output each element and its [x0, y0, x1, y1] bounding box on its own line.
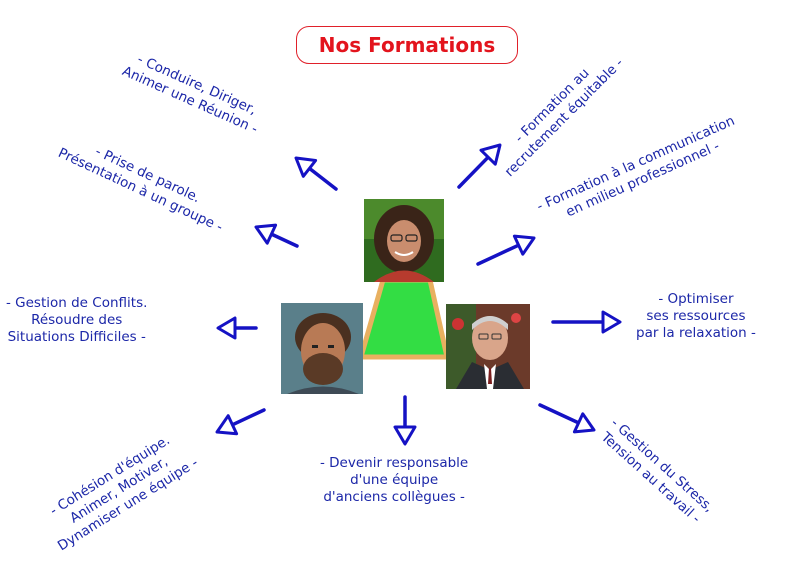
arrow-cohesion [215, 408, 266, 436]
arrow-optimiser [551, 310, 622, 334]
arrow-recrutement-shaft [457, 155, 490, 189]
arrow-communication [476, 234, 536, 266]
arrow-cohesion-shaft [230, 408, 266, 427]
topic-line: - Devenir responsable [320, 455, 469, 471]
topic-optimiser: - Optimiser ses ressources par la relaxa… [636, 291, 756, 342]
topic-line: Résoudre des [31, 311, 123, 328]
topic-line: - Gestion de Conflits. [6, 295, 148, 311]
woman-portrait-icon [364, 199, 444, 282]
photo-left [281, 303, 363, 394]
arrow-conflits [216, 316, 258, 340]
arrow-stress-shaft [538, 403, 581, 425]
arrow-optimiser-head [601, 310, 622, 334]
topic-line: Situations Difficiles - [7, 328, 146, 345]
arrow-communication-head [512, 234, 536, 256]
arrow-stress-head [572, 412, 596, 434]
topic-line: - Optimiser [658, 291, 734, 307]
man-in-suit-portrait-icon [446, 304, 530, 389]
topic-line: par la relaxation - [636, 324, 756, 341]
bearded-man-portrait-icon [281, 303, 363, 394]
arrow-responsable [393, 395, 417, 446]
arrow-cohesion-head [215, 414, 239, 436]
arrow-conduire-shaft [307, 166, 338, 191]
arrow-prise-parole-shaft [269, 232, 299, 248]
arrow-conduire [294, 156, 338, 191]
arrow-recrutement-head [479, 143, 502, 166]
photo-right [446, 304, 530, 389]
arrow-prise-parole [254, 223, 299, 248]
center-trapezoid [358, 277, 450, 360]
topic-responsable: - Devenir responsable d'une équipe d'anc… [320, 455, 468, 506]
title-box: Nos Formations [296, 26, 518, 64]
arrow-communication-shaft [476, 243, 521, 266]
topic-conflits: - Gestion de Conflits. Résoudre des Situ… [6, 295, 147, 346]
photo-top [364, 199, 444, 282]
topic-line: ses ressources [646, 307, 746, 324]
arrow-responsable-head [393, 425, 417, 446]
arrow-prise-parole-head [254, 223, 278, 245]
arrow-conduire-head [294, 156, 318, 178]
arrow-conflits-head [216, 316, 237, 340]
topic-line: d'une équipe [350, 471, 439, 488]
topic-line: d'anciens collègues - [323, 488, 465, 505]
page-title: Nos Formations [318, 33, 496, 57]
arrow-stress [538, 403, 596, 434]
arrow-recrutement [457, 143, 502, 189]
